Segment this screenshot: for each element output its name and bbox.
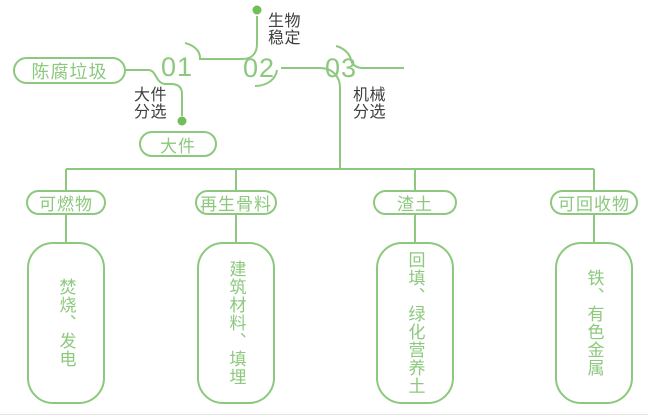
connector-source-to-bulky-branch (126, 69, 183, 116)
node-source-waste: 陈腐垃圾 (13, 57, 126, 84)
stage-label-bulky-sorting: 大件 分选 (134, 87, 168, 121)
node-disposal-metals: 铁、有色金属 (555, 242, 633, 404)
node-category-combustible: 可燃物 (26, 190, 106, 215)
bottom-edge-line (0, 414, 648, 415)
stage-number-03: 03 (325, 53, 358, 83)
disposal-text: 回填、绿化营养土 (405, 251, 425, 395)
stage-number-01: 01 (161, 52, 194, 82)
flourish-under-02 (254, 69, 278, 87)
bio-stabilization-dot (252, 5, 262, 15)
node-disposal-backfill: 回填、绿化营养土 (376, 242, 454, 404)
disposal-text: 建筑材料、填埋 (226, 260, 246, 386)
stage-number-02: 02 (243, 53, 276, 83)
disposal-text: 铁、有色金属 (584, 269, 604, 377)
node-bulky-items: 大件 (139, 131, 217, 157)
stage-label-bio-stabilization: 生物 稳定 (268, 13, 302, 47)
bulky-branch-dot (177, 116, 187, 126)
stage-label-mechanical-sorting: 机械 分选 (353, 87, 387, 121)
node-category-recyclables: 可回收物 (550, 190, 638, 215)
connector-02-to-03-drop (281, 67, 341, 169)
node-category-slag-soil: 渣土 (373, 190, 457, 215)
node-category-recycled-aggregate: 再生骨料 (195, 190, 277, 215)
connector-01-to-02-with-bio-riser (184, 16, 258, 60)
disposal-text: 焚烧、发电 (56, 278, 76, 368)
flourish-over-03-and-outlet (335, 45, 404, 69)
node-disposal-incineration: 焚烧、发电 (27, 242, 105, 404)
node-disposal-building-material: 建筑材料、填埋 (197, 242, 275, 404)
